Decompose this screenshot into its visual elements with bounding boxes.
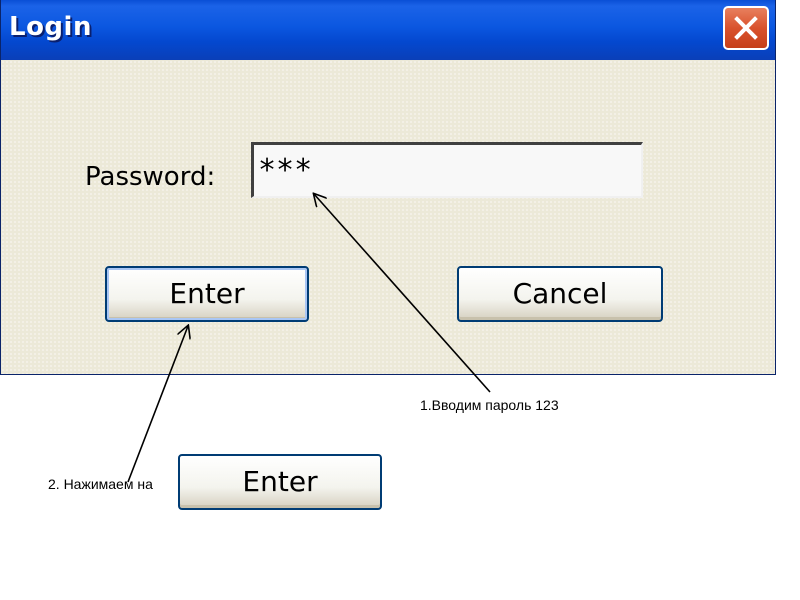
annotation-step-1: 1.Вводим пароль 123: [420, 397, 559, 413]
enter-button-illustration: Enter: [178, 454, 382, 510]
password-label: Password:: [85, 162, 216, 192]
login-dialog: Login Password: Enter Cancel: [0, 0, 776, 375]
dialog-body: Password: Enter Cancel: [1, 60, 775, 374]
window-title: Login: [9, 12, 92, 42]
enter-button[interactable]: Enter: [105, 266, 309, 322]
password-input[interactable]: [251, 142, 643, 198]
title-bar[interactable]: Login: [1, 0, 775, 60]
annotation-step-2: 2. Нажимаем на: [48, 476, 153, 492]
close-x-icon: [734, 16, 758, 40]
close-button[interactable]: [723, 6, 769, 50]
cancel-button[interactable]: Cancel: [457, 266, 663, 322]
